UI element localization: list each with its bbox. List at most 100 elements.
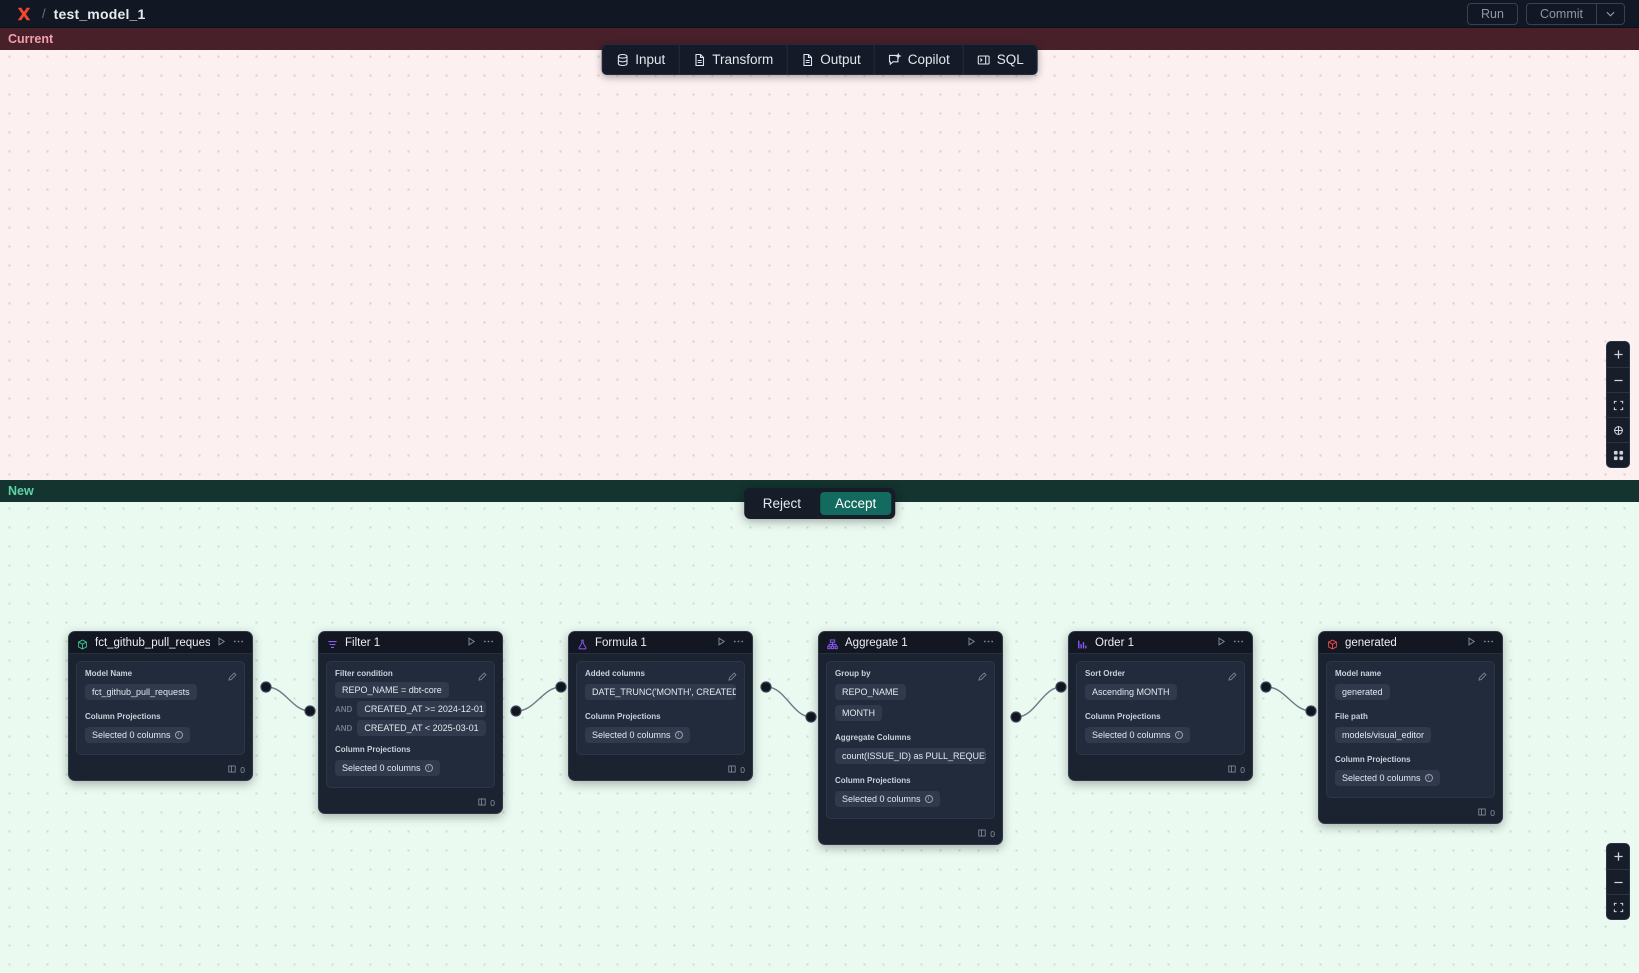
play-icon[interactable] <box>967 636 976 649</box>
more-icon[interactable] <box>733 636 744 650</box>
filter-icon <box>327 637 338 649</box>
commit-button-group: Commit <box>1525 2 1625 25</box>
edit-pencil-icon[interactable] <box>978 668 987 686</box>
node-title: fct_github_pull_requests <box>95 636 210 649</box>
node-toolbar: Input Transform Output Copilot SQL <box>601 44 1038 75</box>
value-pill[interactable]: generated <box>1335 684 1390 700</box>
toolbar-item-input-label: Input <box>635 52 666 67</box>
fit-screen-icon[interactable] <box>1607 392 1629 417</box>
toolbar-item-output[interactable]: Output <box>786 45 874 74</box>
fit-screen-icon[interactable] <box>1607 894 1629 919</box>
node-title: Formula 1 <box>595 636 647 649</box>
info-icon[interactable]: i <box>424 764 433 772</box>
node-header[interactable]: fct_github_pull_requests <box>69 632 252 654</box>
toolbar-item-sql[interactable]: SQL <box>962 45 1037 74</box>
toolbar-item-sql-label: SQL <box>996 52 1024 67</box>
edit-pencil-icon[interactable] <box>478 668 487 686</box>
info-icon[interactable]: i <box>1174 731 1183 739</box>
value-pill[interactable]: DATE_TRUNC('MONTH', CREATED_AT… <box>585 684 736 700</box>
columns-icon <box>1228 765 1236 775</box>
node-header[interactable]: Order 1 <box>1069 632 1252 654</box>
plus-icon[interactable] <box>1607 342 1629 367</box>
edit-pencil-icon[interactable] <box>1228 668 1237 686</box>
more-icon[interactable] <box>483 636 494 650</box>
condition-pill[interactable]: REPO_NAME = dbt-core <box>335 682 449 698</box>
info-icon[interactable]: i <box>174 731 183 739</box>
file-icon <box>692 53 706 67</box>
toolbar-item-input[interactable]: Input <box>602 45 678 74</box>
more-icon[interactable] <box>233 636 244 650</box>
play-icon[interactable] <box>467 636 476 649</box>
play-icon[interactable] <box>217 636 226 649</box>
toolbar-item-transform[interactable]: Transform <box>678 45 786 74</box>
node-header[interactable]: Filter 1 <box>319 632 502 654</box>
accept-button[interactable]: Accept <box>819 492 892 515</box>
more-icon[interactable] <box>1233 636 1244 650</box>
more-icon[interactable] <box>983 636 994 650</box>
info-icon[interactable]: i <box>674 731 683 739</box>
field-label: File path <box>1335 712 1368 721</box>
sparkle-chat-icon <box>888 52 902 67</box>
aggregate-icon <box>827 637 838 650</box>
edit-pencil-icon[interactable] <box>728 668 737 686</box>
value-pill[interactable]: count(ISSUE_ID) as PULL_REQUEST_… <box>835 748 986 764</box>
filter-condition-row[interactable]: REPO_NAME = dbt-core <box>335 682 486 698</box>
value-pill[interactable]: REPO_NAME <box>835 684 906 700</box>
toolbar-item-copilot[interactable]: Copilot <box>873 45 963 74</box>
more-icon[interactable] <box>1483 636 1494 650</box>
play-icon[interactable] <box>1217 636 1226 649</box>
node-title: Filter 1 <box>345 636 381 649</box>
value-pill[interactable]: MONTH <box>835 705 882 721</box>
field-label: Model Name <box>85 669 133 678</box>
play-icon[interactable] <box>717 636 726 649</box>
node-header[interactable]: Aggregate 1 <box>819 632 1002 654</box>
diff-action-bar: Reject Accept <box>743 488 896 519</box>
value-pill[interactable]: models/visual_editor <box>1335 727 1432 743</box>
app-logo-icon[interactable] <box>14 4 34 24</box>
info-icon[interactable]: i <box>1424 774 1433 782</box>
node-header[interactable]: Formula 1 <box>569 632 752 654</box>
run-button[interactable]: Run <box>1467 2 1518 25</box>
sort-icon <box>1077 637 1088 649</box>
commit-button[interactable]: Commit <box>1527 4 1596 24</box>
field-label: Group by <box>835 669 871 678</box>
chevron-down-icon[interactable] <box>1596 3 1624 24</box>
target-icon[interactable] <box>1607 417 1629 442</box>
condition-pill[interactable]: CREATED_AT < 2025-03-01 <box>357 720 486 736</box>
node-footer: 0 <box>1069 762 1252 780</box>
edit-pencil-icon[interactable] <box>1478 668 1487 686</box>
condition-pill[interactable]: CREATED_AT >= 2024-12-01 <box>357 701 486 717</box>
field-label: Column Projections <box>1085 712 1161 721</box>
edit-pencil-icon[interactable] <box>228 668 237 686</box>
columns-icon <box>728 765 736 775</box>
value-pill[interactable]: Ascending MONTH <box>1085 684 1177 700</box>
zoom-controls-current <box>1606 341 1630 468</box>
minus-icon[interactable] <box>1607 869 1629 894</box>
page-title: test_model_1 <box>53 5 146 22</box>
info-icon[interactable]: i <box>924 795 933 803</box>
node-header[interactable]: generated <box>1319 632 1502 654</box>
value-pill[interactable]: fct_github_pull_requests <box>85 684 197 700</box>
grid-icon[interactable] <box>1607 442 1629 467</box>
reject-button[interactable]: Reject <box>748 492 816 515</box>
minus-icon[interactable] <box>1607 367 1629 392</box>
play-icon[interactable] <box>1467 636 1476 649</box>
field-label: Column Projections <box>1335 755 1411 764</box>
plus-icon[interactable] <box>1607 844 1629 869</box>
